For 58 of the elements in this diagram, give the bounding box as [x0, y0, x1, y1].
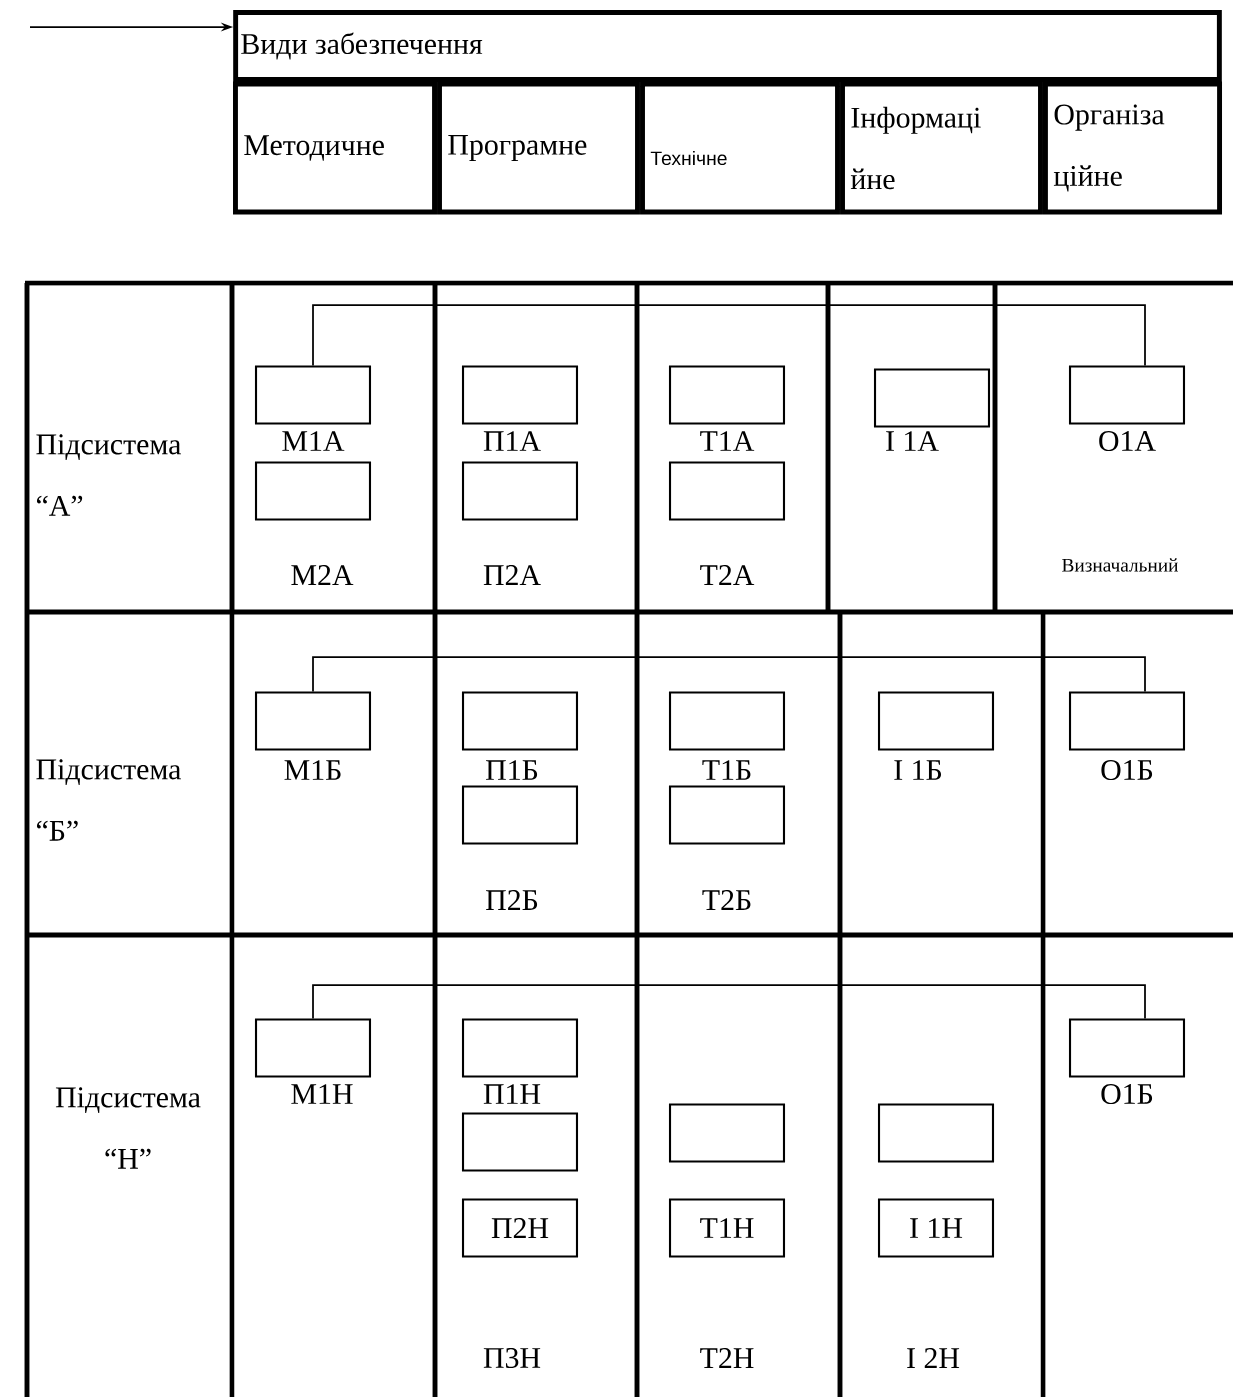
small-box	[461, 461, 579, 521]
table-cell: Програмне	[437, 81, 640, 215]
table-cell: Технічне	[640, 81, 840, 215]
small-box	[1068, 1018, 1186, 1078]
small-box	[668, 461, 786, 521]
connector-line	[312, 656, 1146, 693]
small-box	[461, 785, 579, 845]
header-cell: Види забезпечення	[233, 10, 1222, 83]
box-label: Т2А	[700, 565, 755, 585]
row-label: Підсистема “А”	[36, 434, 181, 516]
small-box	[668, 365, 786, 425]
box-label: О1Б	[1101, 1083, 1153, 1105]
connector-line	[312, 304, 1146, 367]
box-label: П1Н	[483, 1084, 541, 1104]
box-label: Т1Б	[702, 760, 751, 780]
box-label: П2Б	[486, 890, 538, 910]
table-cell: Методичне	[233, 81, 437, 215]
text-label: І 2Н	[907, 1348, 960, 1368]
box-label: М1Б	[284, 760, 341, 780]
small-box	[254, 691, 372, 751]
small-box	[461, 691, 579, 751]
box-label: І 1Б	[894, 760, 941, 780]
box-label: П1А	[483, 431, 541, 451]
box-label: Т2Б	[702, 890, 751, 910]
row-label: Підсистема “Н”	[55, 1087, 201, 1169]
text-label: Визначальний	[1062, 558, 1178, 572]
connector-line	[312, 984, 1146, 1020]
small-box	[1068, 691, 1186, 751]
small-box	[461, 1112, 579, 1172]
small-box	[254, 1018, 372, 1078]
small-box	[877, 1103, 995, 1163]
box-label: М2А	[291, 565, 354, 585]
small-box	[461, 365, 579, 425]
small-box	[873, 368, 991, 428]
table-cell: Інформаці йне	[840, 81, 1043, 215]
small-box	[668, 1103, 786, 1163]
small-box	[254, 365, 372, 425]
text-label: Т2Н	[700, 1348, 754, 1368]
small-box	[254, 461, 372, 521]
box-label: О1Б	[1101, 759, 1153, 781]
small-box	[668, 691, 786, 751]
row-label: Підсистема “Б”	[36, 759, 181, 841]
box-label: Т1А	[700, 431, 755, 451]
box-label: М1А	[282, 431, 345, 451]
small-box: І 1Н	[877, 1198, 995, 1258]
box-label: І 1А	[886, 431, 939, 451]
box-label: П1Б	[486, 760, 538, 780]
small-box	[668, 785, 786, 845]
small-box: П2Н	[461, 1198, 579, 1258]
small-box	[877, 691, 995, 751]
text-label: П3Н	[483, 1347, 541, 1369]
small-box	[1068, 365, 1186, 425]
small-box	[461, 1018, 579, 1078]
table-cell: Організа ційне	[1043, 81, 1222, 215]
box-label: П2А	[483, 565, 541, 585]
small-box: Т1Н	[668, 1198, 786, 1258]
box-label: М1Н	[291, 1084, 353, 1104]
box-label: О1А	[1099, 430, 1156, 452]
